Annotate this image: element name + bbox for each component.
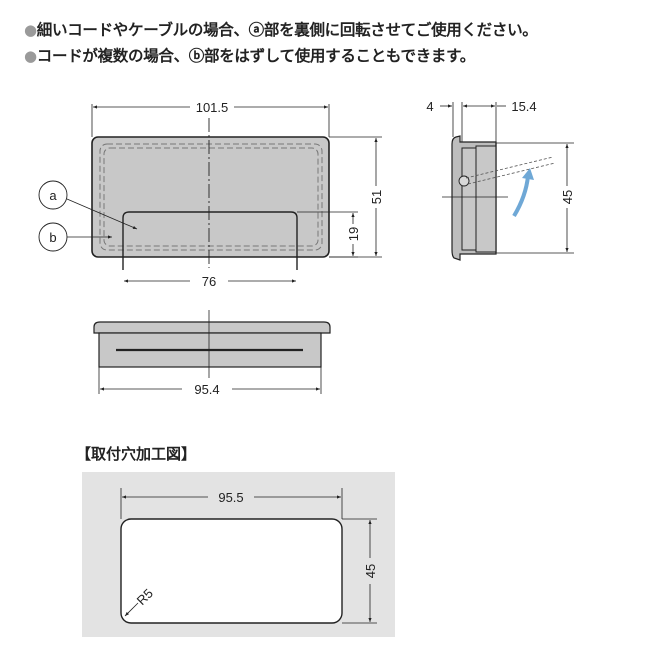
mounting-hole-view: 95.5 45 R5 — [120, 488, 378, 624]
side-inner-right — [475, 145, 497, 253]
dim-bottom-width-95-4: 95.4 — [194, 382, 219, 397]
mounting-hole-title: 【取付穴加工図】 — [76, 445, 197, 463]
dim-height-51: 51 — [369, 190, 384, 204]
callout-a-circle — [38, 180, 68, 210]
flap-outline — [122, 211, 298, 270]
usage-note-1-text: 細いコードやケーブルの場合、ⓐ部を裏側に回転させてご使用ください。 — [36, 21, 538, 39]
hinge-icon — [458, 175, 470, 187]
callout-a-leader — [66, 198, 138, 230]
dim-hole-width-95-5: 95.5 — [218, 490, 243, 505]
callout-b: b — [49, 230, 56, 245]
usage-note-2-text: コードが複数の場合、ⓑ部をはずして使用することもできます。 — [36, 47, 475, 65]
dim-flange-4: 4 — [426, 99, 433, 114]
front-body — [91, 136, 330, 258]
bullet-icon: ● — [24, 21, 37, 39]
dim-hole-height-45: 45 — [363, 564, 378, 578]
side-view: 4 15.4 45 — [426, 99, 575, 261]
side-inner-left — [461, 147, 477, 251]
usage-note-2: ●コードが複数の場合、ⓑ部をはずして使用することもできます。 — [24, 44, 475, 66]
dim-depth-15-4: 15.4 — [511, 99, 536, 114]
inner-dash-outer — [99, 143, 323, 251]
bottom-view: 95.4 — [93, 310, 331, 397]
front-view: 101.5 51 19 76 a b — [38, 100, 384, 289]
rotation-arrow-icon — [512, 175, 530, 218]
callout-a: a — [49, 188, 57, 203]
dim-flap-height-19: 19 — [346, 227, 361, 241]
bottom-flange — [93, 321, 331, 334]
dim-side-height-45: 45 — [560, 190, 575, 204]
dim-flap-width-76: 76 — [202, 274, 216, 289]
inner-dash-inner — [103, 147, 319, 247]
usage-note-1: ●細いコードやケーブルの場合、ⓐ部を裏側に回転させてご使用ください。 — [24, 18, 538, 40]
bullet-icon: ● — [24, 47, 37, 65]
dim-width-101-5: 101.5 — [196, 100, 229, 115]
mounting-hole-outline — [120, 518, 343, 624]
